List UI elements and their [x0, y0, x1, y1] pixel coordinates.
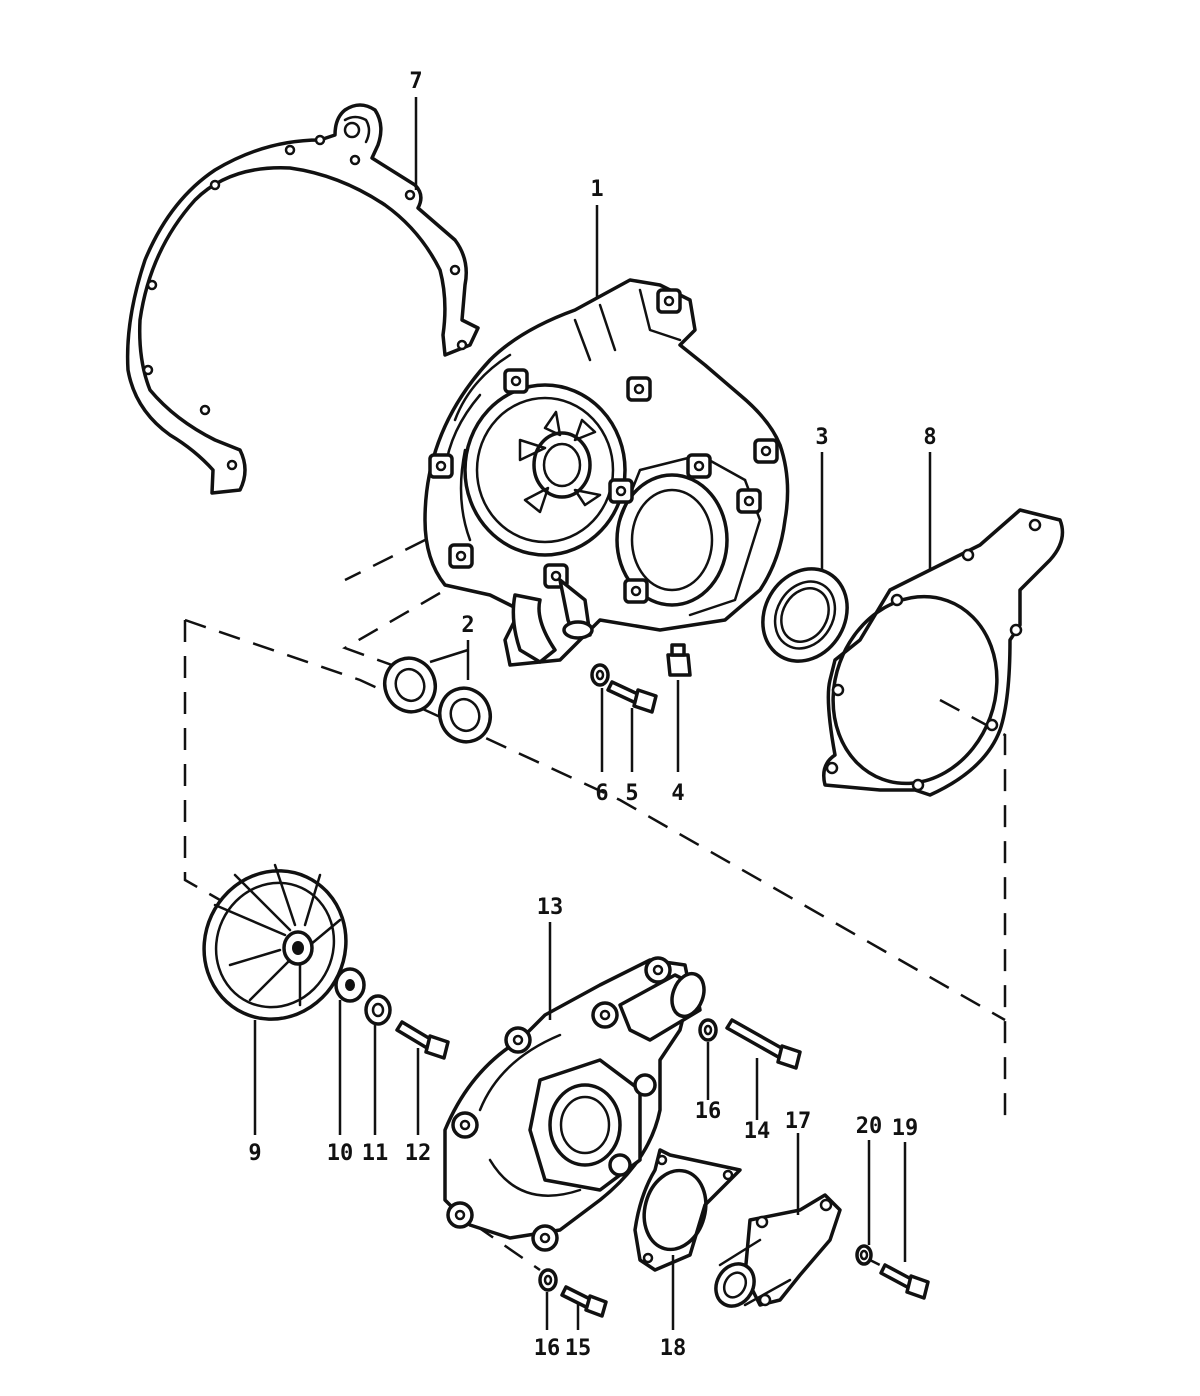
part-4-plug — [666, 643, 692, 677]
callout-19: 19 — [892, 1116, 919, 1141]
callout-15: 15 — [565, 1336, 592, 1361]
callout-16-lower: 16 — [534, 1336, 561, 1361]
part-8-pump-gasket — [822, 508, 1065, 797]
part-13-water-pump-body — [443, 956, 706, 1252]
callout-2: 2 — [461, 613, 474, 638]
callout-4: 4 — [671, 781, 684, 806]
part-5-bolt — [606, 680, 658, 714]
part-17-outlet-elbow — [714, 1193, 842, 1308]
callout-17: 17 — [785, 1109, 812, 1134]
part-11-lock-washer — [364, 994, 392, 1026]
callout-13: 13 — [537, 895, 564, 920]
part-6-washer — [590, 663, 610, 687]
callout-5: 5 — [625, 781, 638, 806]
part-20-washer — [855, 1244, 873, 1266]
part-16-washer-lower — [538, 1268, 558, 1292]
part-19-bolt — [879, 1263, 930, 1300]
callout-7: 7 — [409, 69, 422, 94]
part-14-long-bolt — [725, 1018, 802, 1070]
callout-1: 1 — [590, 177, 603, 202]
callout-18: 18 — [660, 1336, 687, 1361]
leader-lines — [253, 97, 932, 1330]
callout-16-upper: 16 — [695, 1099, 722, 1124]
callout-3: 3 — [815, 425, 828, 450]
callout-20: 20 — [856, 1114, 883, 1139]
callout-11: 11 — [362, 1141, 389, 1166]
part-12-bolt — [395, 1020, 450, 1060]
part-2-seals — [383, 656, 492, 744]
callout-labels: 1 2 3 4 5 6 7 8 9 10 11 12 13 14 16 17 2… — [248, 69, 936, 1361]
callout-8: 8 — [923, 425, 936, 450]
part-7-timing-cover-gasket — [125, 103, 480, 495]
part-15-bolt — [560, 1285, 608, 1318]
part-16-washer-upper — [698, 1018, 718, 1042]
callout-6: 6 — [595, 781, 608, 806]
part-10-washer — [334, 967, 366, 1003]
part-1-front-housing — [423, 278, 790, 667]
callout-14: 14 — [744, 1119, 771, 1144]
callout-10: 10 — [327, 1141, 354, 1166]
part-9-impeller — [202, 863, 348, 1021]
part-18-outlet-gasket — [633, 1148, 742, 1272]
part-3-oil-seal — [761, 567, 849, 663]
callout-9: 9 — [248, 1141, 261, 1166]
callout-12: 12 — [405, 1141, 432, 1166]
